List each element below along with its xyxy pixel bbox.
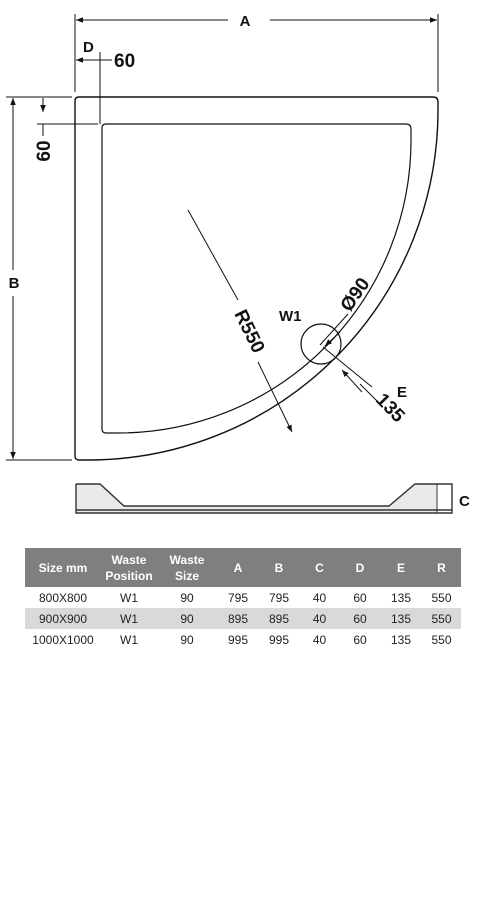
label-radius: R550 (230, 307, 269, 357)
col-waste-position: Waste Position (101, 548, 157, 587)
label-d-value: 60 (114, 51, 135, 72)
col-e: E (380, 548, 422, 587)
dimension-b: B (6, 96, 72, 461)
label-rim-value: 60 (34, 140, 55, 161)
cell-waste-position: W1 (120, 632, 138, 647)
cell-c: 40 (312, 590, 327, 605)
cell-a: 895 (217, 608, 259, 629)
cell-a: 795 (227, 590, 249, 605)
side-profile-outline (75, 483, 453, 514)
table-row: 1000X1000 W1 90 995 995 40 60 135 550 (25, 629, 461, 650)
cell-c: 40 (312, 632, 327, 647)
cell-size: 1000X1000 (32, 632, 94, 647)
dimension-radius: R550 (187, 209, 293, 433)
tray-top-view (74, 96, 439, 461)
col-a: A (217, 548, 259, 587)
cell-size: 900X900 (25, 608, 101, 629)
cell-waste-position: W1 (120, 590, 138, 605)
cell-c: 40 (299, 608, 340, 629)
label-c: C (459, 493, 470, 510)
cell-b: 895 (259, 608, 299, 629)
cell-waste-position: W1 (101, 608, 157, 629)
cell-waste-size: 90 (157, 608, 217, 629)
cell-d: 60 (353, 590, 367, 605)
label-b: B (9, 275, 20, 292)
waste-circle (300, 323, 342, 365)
dimension-e: E 135 (322, 346, 409, 427)
cell-r: 550 (431, 632, 452, 647)
cell-r: 550 (431, 590, 452, 605)
table-header-row: Size mm Waste Position Waste Size A B C … (25, 548, 461, 587)
dimension-d: D 60 (76, 39, 135, 124)
cell-d: 60 (340, 608, 380, 629)
label-e: E (397, 384, 407, 401)
dimension-rim: 60 (34, 98, 98, 162)
cell-e: 135 (390, 632, 412, 647)
side-profile-fill (76, 484, 437, 513)
cell-b: 795 (268, 590, 290, 605)
cell-a: 995 (227, 632, 249, 647)
table-row: 900X900 W1 90 895 895 40 60 135 550 (25, 608, 461, 629)
cell-r: 550 (422, 608, 461, 629)
tray-inner-outline (101, 123, 412, 434)
label-a: A (240, 13, 251, 30)
cell-waste-size: 90 (180, 590, 194, 605)
tray-outer-outline (74, 96, 439, 461)
label-d: D (83, 39, 94, 56)
col-b: B (259, 548, 299, 587)
cell-size: 800X800 (38, 590, 88, 605)
col-c: C (299, 548, 340, 587)
col-r: R (422, 548, 461, 587)
cell-b: 995 (268, 632, 290, 647)
cell-waste-size: 90 (180, 632, 194, 647)
cell-e: 135 (390, 590, 412, 605)
shower-tray-diagram: A D 60 60 B R550 W1 Ø90 (6, 13, 470, 514)
col-waste-size: Waste Size (157, 548, 217, 587)
spec-table: Size mm Waste Position Waste Size A B C … (25, 548, 461, 650)
col-d: D (340, 548, 380, 587)
cell-e: 135 (380, 608, 422, 629)
table-row: 800X800 W1 90 795 795 40 60 135 550 (25, 587, 461, 608)
label-waste-diameter: Ø90 (337, 274, 375, 315)
dimension-a: A (74, 13, 439, 92)
cell-d: 60 (353, 632, 367, 647)
label-waste-position: W1 (279, 308, 302, 325)
col-size-mm: Size mm (25, 548, 101, 587)
tray-side-view: C (75, 483, 470, 514)
